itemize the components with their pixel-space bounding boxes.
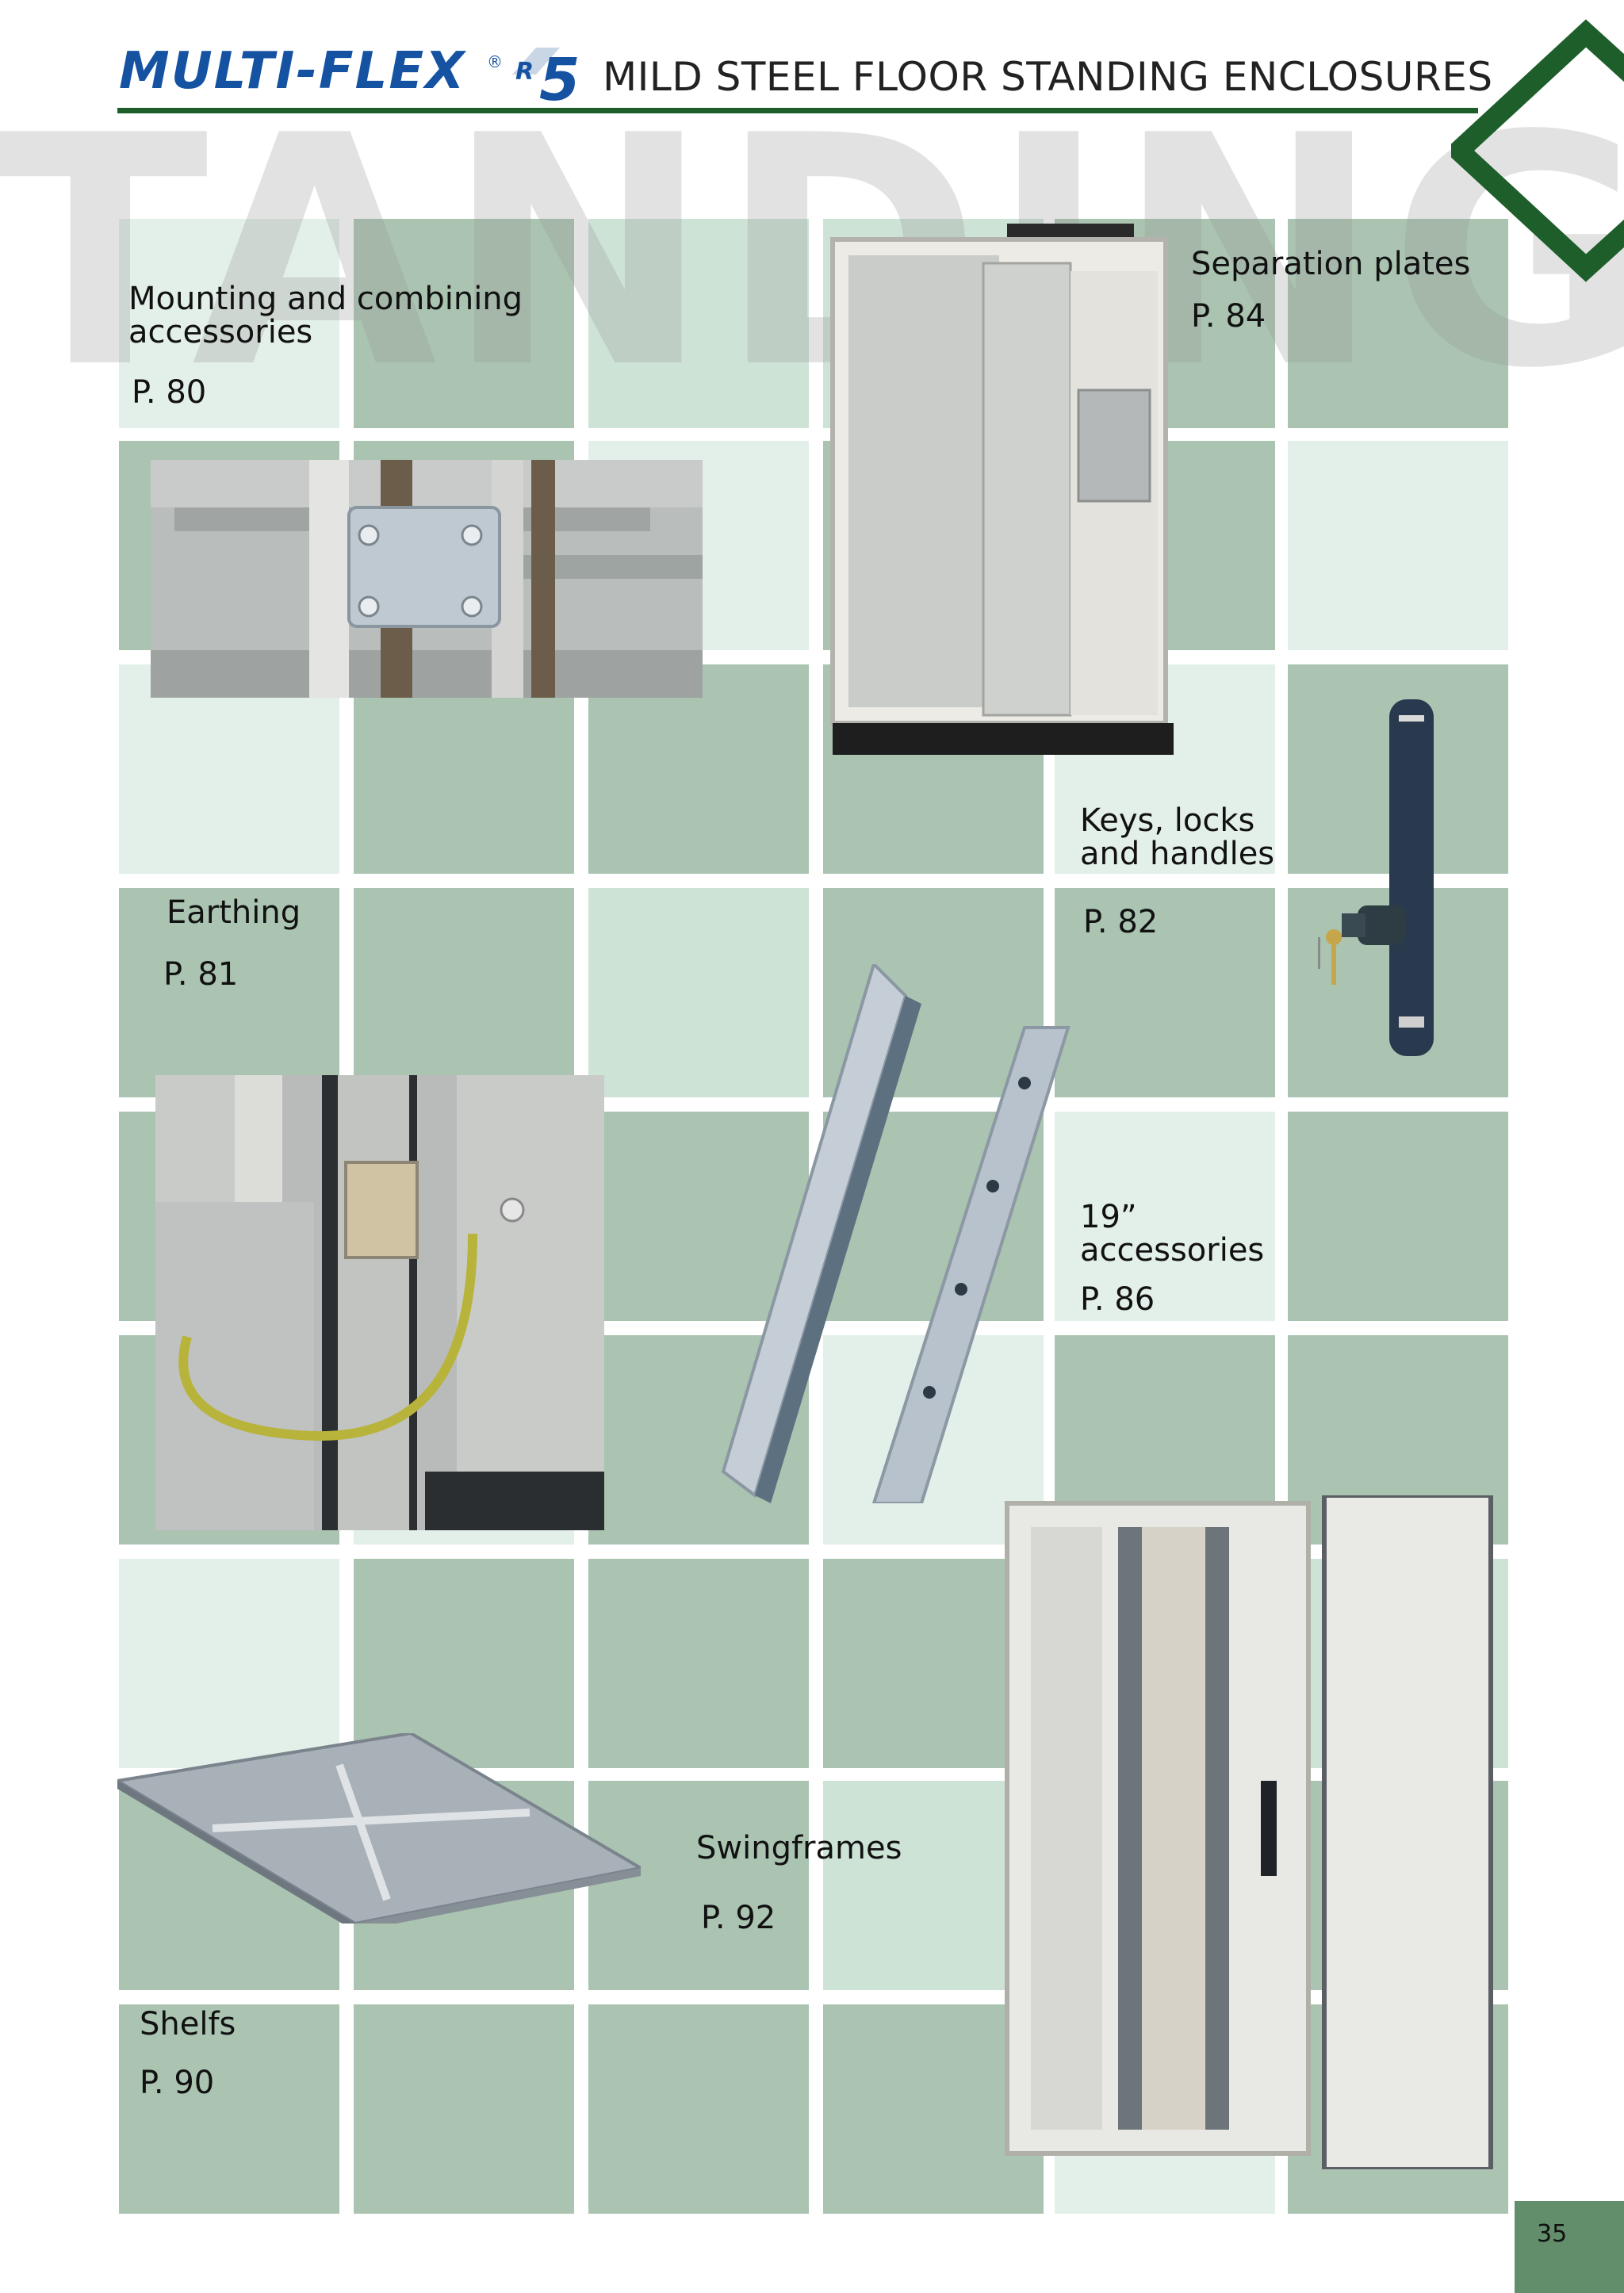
nineteen-title-line2: accessories (1080, 1232, 1265, 1269)
keys-lock-handle-photo (1318, 699, 1434, 1056)
keys-locks-label: Keys, locks and handles (1080, 804, 1274, 871)
nineteen-accessories-label: 19” accessories (1080, 1200, 1264, 1267)
keys-title-line1: Keys, locks (1080, 802, 1255, 839)
earthing-page-ref[interactable]: P. 81 (163, 956, 239, 993)
background-tile (1288, 441, 1508, 650)
page-number-box: 35 (1515, 2201, 1624, 2293)
shelf-photo (117, 1733, 641, 1924)
mounting-accessories-label: Mounting and combining accessories (128, 282, 523, 349)
background-tile (588, 219, 809, 428)
mounting-page-ref[interactable]: P. 80 (132, 374, 207, 411)
background-tile (354, 1559, 574, 1768)
separation-plates-cabinet-photo (830, 224, 1174, 755)
r5-series-logo: R 5 (512, 46, 580, 105)
mounting-bracket-photo (151, 460, 703, 698)
background-tile (588, 1559, 809, 1768)
nineteen-title-line1: 19” (1080, 1199, 1137, 1235)
corner-diamond-icon (1451, 19, 1624, 282)
shelfs-label: Shelfs (140, 2006, 236, 2042)
background-tile (1055, 1112, 1275, 1321)
mounting-title-line2: accessories (128, 314, 313, 350)
background-tile (119, 664, 339, 874)
background-tile (588, 1112, 809, 1321)
brand-logo: MULTI-FLEX (119, 42, 466, 101)
nineteen-inch-rails-photo (721, 964, 1071, 1503)
page-number: 35 (1537, 2220, 1568, 2248)
background-tile (354, 664, 574, 874)
separation-plates-label: Separation plates (1191, 246, 1471, 282)
earthing-label: Earthing (167, 894, 301, 931)
background-tile (1288, 1112, 1508, 1321)
mounting-title-line1: Mounting and combining (128, 281, 523, 317)
background-tile (1055, 888, 1275, 1097)
background-tile (354, 219, 574, 428)
nineteen-page-ref[interactable]: P. 86 (1080, 1281, 1155, 1318)
background-tile (588, 1781, 809, 1990)
separation-page-ref[interactable]: P. 84 (1191, 298, 1266, 335)
background-tile (588, 664, 809, 874)
background-tile (119, 2004, 339, 2214)
svg-text:R: R (515, 58, 534, 86)
keys-title-line2: and handles (1080, 836, 1275, 872)
svg-text:5: 5 (539, 46, 580, 105)
background-tile (119, 219, 339, 428)
background-tile (119, 888, 339, 1097)
background-tile (354, 888, 574, 1097)
page-title: MILD STEEL FLOOR STANDING ENCLOSURES (603, 54, 1493, 100)
keys-page-ref[interactable]: P. 82 (1083, 904, 1159, 940)
background-tile (1288, 219, 1508, 428)
brand-registered-mark: ® (487, 52, 503, 71)
background-tile (119, 1559, 339, 1768)
header-rule (117, 108, 1478, 113)
swingframe-cabinet-photo (1005, 1495, 1493, 2169)
background-tile (354, 2004, 574, 2214)
swingframes-page-ref[interactable]: P. 92 (701, 1900, 776, 1936)
background-tile (588, 888, 809, 1097)
shelfs-page-ref[interactable]: P. 90 (140, 2065, 215, 2101)
earthing-cable-photo (155, 1075, 604, 1530)
swingframes-label: Swingframes (696, 1830, 902, 1866)
background-tile (588, 2004, 809, 2214)
